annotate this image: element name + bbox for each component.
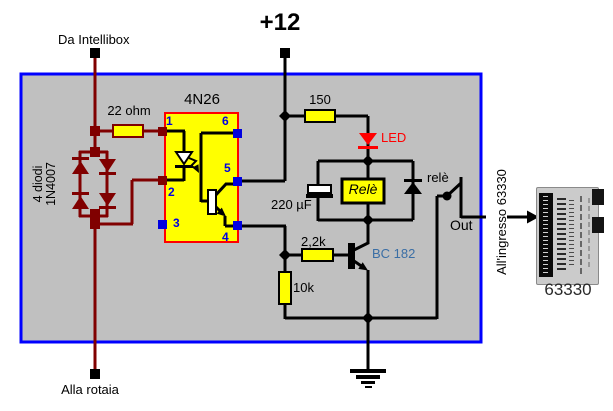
relay-coil-box bbox=[340, 177, 386, 205]
module-tab bbox=[592, 189, 604, 205]
internal-led-icon bbox=[174, 151, 194, 166]
resistor-150 bbox=[304, 109, 336, 123]
flyback-diode-icon bbox=[404, 179, 422, 194]
plus12-label: +12 bbox=[259, 9, 301, 36]
pin-3-pad bbox=[158, 220, 167, 229]
transistor-label: BC 182 bbox=[372, 246, 416, 261]
junction-square bbox=[90, 126, 100, 136]
pin-5-pad bbox=[233, 177, 242, 186]
resistor-10k bbox=[278, 271, 292, 305]
phototransistor-base-bar bbox=[207, 189, 217, 215]
pin-2-pad bbox=[158, 176, 167, 185]
pin-1-pad bbox=[158, 127, 167, 136]
diode-down-icon bbox=[99, 159, 116, 172]
emitter-arrow-head bbox=[216, 207, 226, 217]
diode-bar bbox=[72, 157, 89, 160]
emitter-arrow-head bbox=[358, 262, 368, 271]
module-arrow-label: All'ingresso 63330 bbox=[494, 169, 509, 275]
pin-3-label: 3 bbox=[173, 216, 180, 230]
relay-contact-label: relè bbox=[427, 170, 449, 185]
switch-lever bbox=[445, 181, 463, 198]
module-connector-strip bbox=[539, 193, 553, 277]
diode-bar bbox=[72, 192, 89, 195]
transistor-base-bar bbox=[348, 243, 355, 269]
module-caption: 63330 bbox=[544, 280, 592, 299]
pin-5-label: 5 bbox=[224, 161, 231, 175]
module-connector-pins bbox=[543, 196, 548, 274]
module-print-line bbox=[588, 198, 590, 268]
optocoupler-internal-wires bbox=[167, 129, 233, 228]
optocoupler-4n26 bbox=[158, 112, 242, 243]
diode-up-icon bbox=[72, 196, 89, 209]
junction-square bbox=[90, 209, 100, 219]
resistor-2k2-label: 2,2k bbox=[301, 234, 326, 249]
pin-1-label: 1 bbox=[166, 114, 173, 128]
module-print-line bbox=[580, 196, 582, 274]
resistor-22ohm-label: 22 ohm bbox=[107, 103, 151, 118]
terminal-alla-rotaia bbox=[90, 369, 100, 379]
diode-bridge-label: 4 diodi 1N4007 bbox=[31, 154, 58, 214]
pin-6-pad bbox=[233, 129, 242, 138]
terminal-plus12 bbox=[280, 48, 290, 58]
resistor-10k-label: 10k bbox=[293, 280, 314, 295]
diode-bar bbox=[99, 172, 116, 175]
relay-contact-switch bbox=[442, 181, 463, 201]
relay-label: Relè bbox=[348, 181, 378, 197]
diode-up-icon bbox=[72, 161, 89, 174]
pin-2-label: 2 bbox=[168, 185, 175, 199]
internal-led-bar bbox=[175, 165, 193, 168]
resistor-22ohm bbox=[112, 124, 144, 138]
light-arrow-head bbox=[192, 164, 199, 173]
pin-6-label: 6 bbox=[222, 114, 229, 128]
module-label-rows bbox=[569, 200, 574, 266]
pin-4-label: 4 bbox=[222, 230, 229, 244]
optocoupler-name-label: 4N26 bbox=[184, 91, 220, 108]
diode-bridge bbox=[72, 126, 116, 229]
terminal-da-intellibox bbox=[90, 48, 100, 58]
capacitor-label: 220 µF bbox=[271, 197, 312, 212]
bridge-label-line2: 1N4007 bbox=[44, 162, 58, 206]
resistor-2k2 bbox=[301, 248, 334, 262]
diode-bar bbox=[99, 206, 116, 209]
da-intellibox-label: Da Intellibox bbox=[58, 32, 130, 47]
alla-rotaia-label: Alla rotaia bbox=[61, 382, 119, 397]
board-outline bbox=[19, 72, 483, 344]
resistor-150-label: 150 bbox=[309, 92, 331, 107]
capacitor-220uf bbox=[306, 184, 333, 198]
module-label-rows bbox=[557, 198, 566, 272]
led-label: LED bbox=[381, 130, 407, 145]
junction-square bbox=[90, 147, 100, 157]
module-tab bbox=[592, 217, 604, 233]
out-arrow-icon bbox=[507, 210, 539, 224]
wire-junctions bbox=[279, 110, 374, 324]
ground-icon bbox=[350, 369, 386, 388]
pin-4-pad bbox=[233, 221, 242, 230]
module-photo bbox=[536, 186, 606, 286]
diode-down-icon bbox=[99, 193, 116, 206]
transistor-bc182 bbox=[348, 241, 370, 271]
junction-square bbox=[90, 219, 100, 229]
out-label: Out bbox=[450, 217, 473, 233]
led-icon bbox=[358, 133, 378, 149]
